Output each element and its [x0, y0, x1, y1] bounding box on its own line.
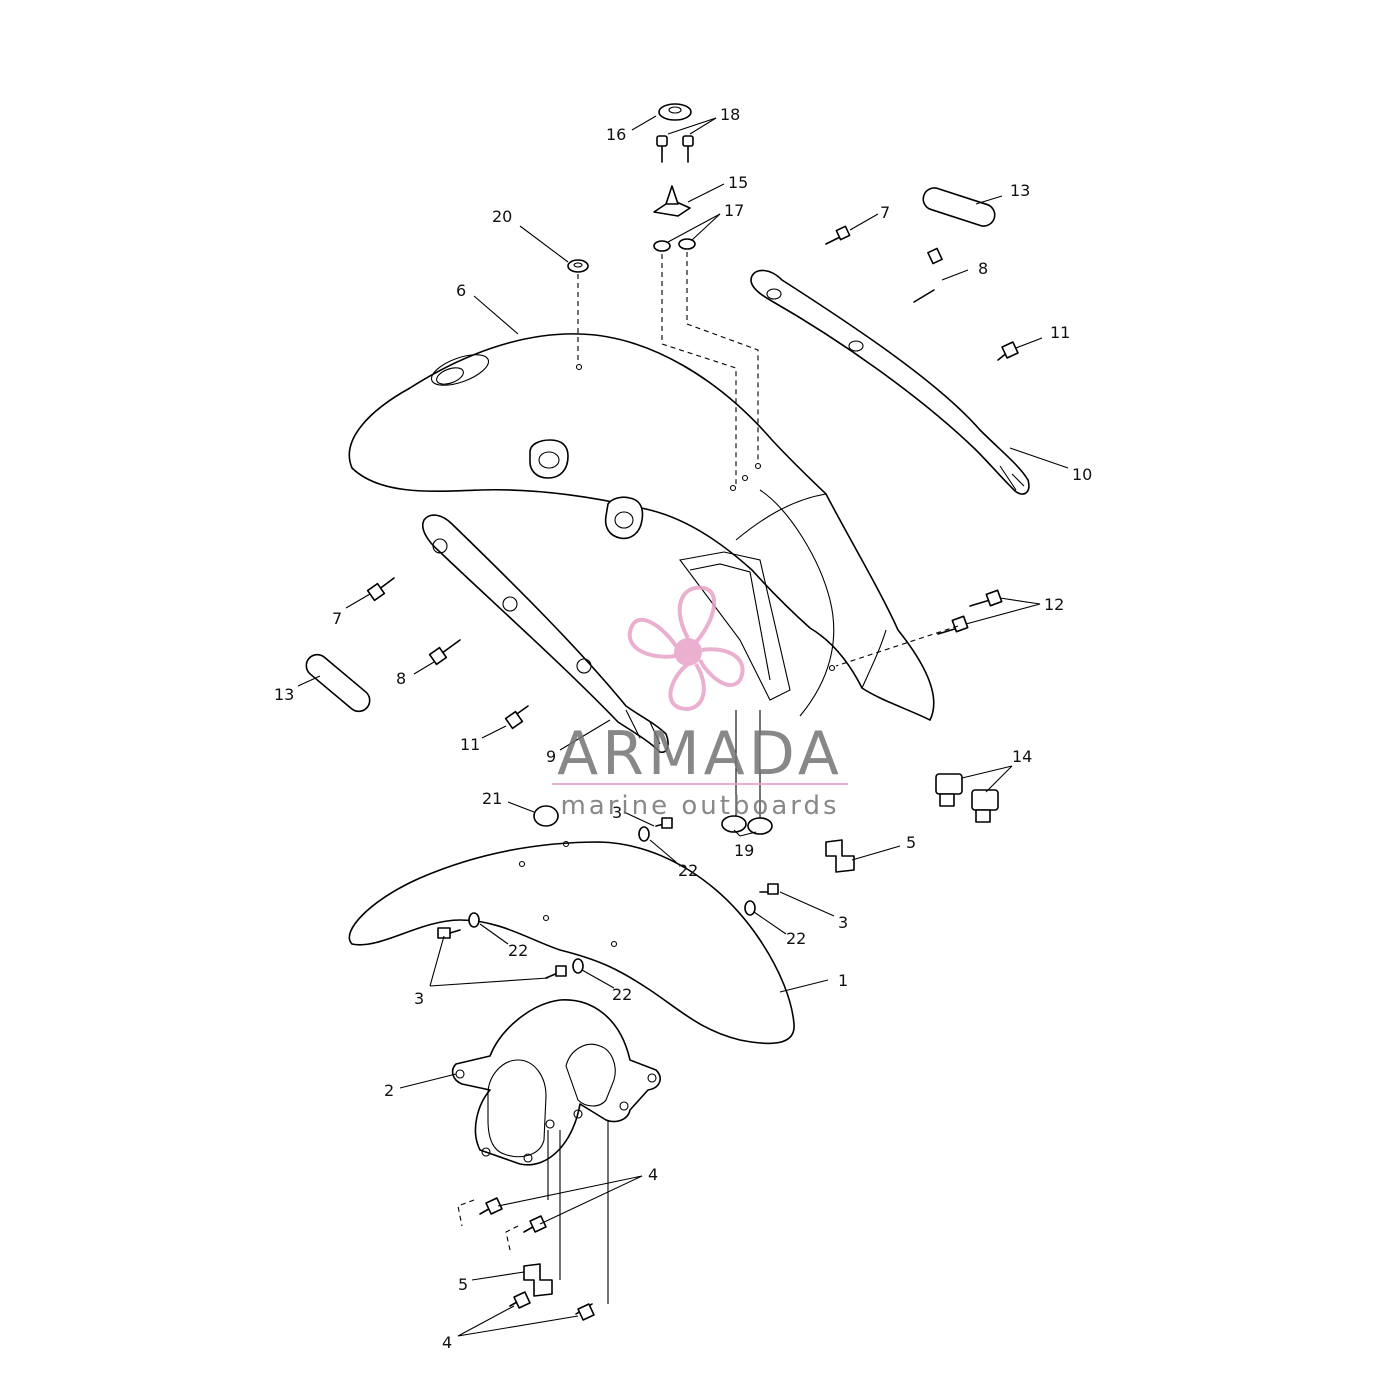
- propeller-logo-icon: [627, 585, 745, 711]
- mudguard-upper: [348, 333, 935, 721]
- watermark-tagline: marine outboards: [560, 791, 839, 821]
- watermark-brand: ARMADA: [557, 719, 843, 789]
- callout-16: 16: [606, 125, 626, 144]
- callout-12: 12: [1044, 595, 1064, 614]
- callout-5-right: 5: [906, 833, 916, 852]
- callout-8-left: 8: [396, 669, 406, 688]
- callout-3-top: 3: [612, 803, 622, 822]
- callout-8-right: 8: [978, 259, 988, 278]
- callout-18: 18: [720, 105, 740, 124]
- mudguard-lower: [348, 840, 795, 1045]
- callout-3-right: 3: [838, 913, 848, 932]
- callout-numbers: 16 18 15 17 20 6 7 13 8 11 10 12 7 8 13 …: [274, 105, 1092, 1352]
- callout-7-right: 7: [880, 203, 890, 222]
- callout-6: 6: [456, 281, 466, 300]
- callout-21: 21: [482, 789, 502, 808]
- callout-2: 2: [384, 1081, 394, 1100]
- callout-10: 10: [1072, 465, 1092, 484]
- callout-14: 14: [1012, 747, 1032, 766]
- callout-3-bottom: 3: [414, 989, 424, 1008]
- callout-9: 9: [546, 747, 556, 766]
- callout-20: 20: [492, 207, 512, 226]
- assembly-lines: [457, 252, 959, 1304]
- stay-bar-right: [750, 269, 1030, 495]
- callout-13-right: 13: [1010, 181, 1030, 200]
- callout-22-left: 22: [508, 941, 528, 960]
- callout-13-left: 13: [274, 685, 294, 704]
- callout-22-top: 22: [678, 861, 698, 880]
- callout-22-bottom: 22: [612, 985, 632, 1004]
- callout-4-lower: 4: [442, 1333, 452, 1352]
- leader-lines: [297, 115, 1069, 1337]
- mudguard-brace: [451, 999, 661, 1166]
- callout-11-right: 11: [1050, 323, 1070, 342]
- callout-15: 15: [728, 173, 748, 192]
- callout-5-left: 5: [458, 1275, 468, 1294]
- callout-17: 17: [724, 201, 744, 220]
- callout-11-left: 11: [460, 735, 480, 754]
- stay-bar-left: [422, 514, 669, 754]
- armada-watermark: ARMADA marine outboards: [552, 585, 848, 821]
- callout-1: 1: [838, 971, 848, 990]
- callout-22-right: 22: [786, 929, 806, 948]
- callout-19: 19: [734, 841, 754, 860]
- callout-4-upper: 4: [648, 1165, 658, 1184]
- callout-7-left: 7: [332, 609, 342, 628]
- hardware-parts: [305, 103, 1019, 1321]
